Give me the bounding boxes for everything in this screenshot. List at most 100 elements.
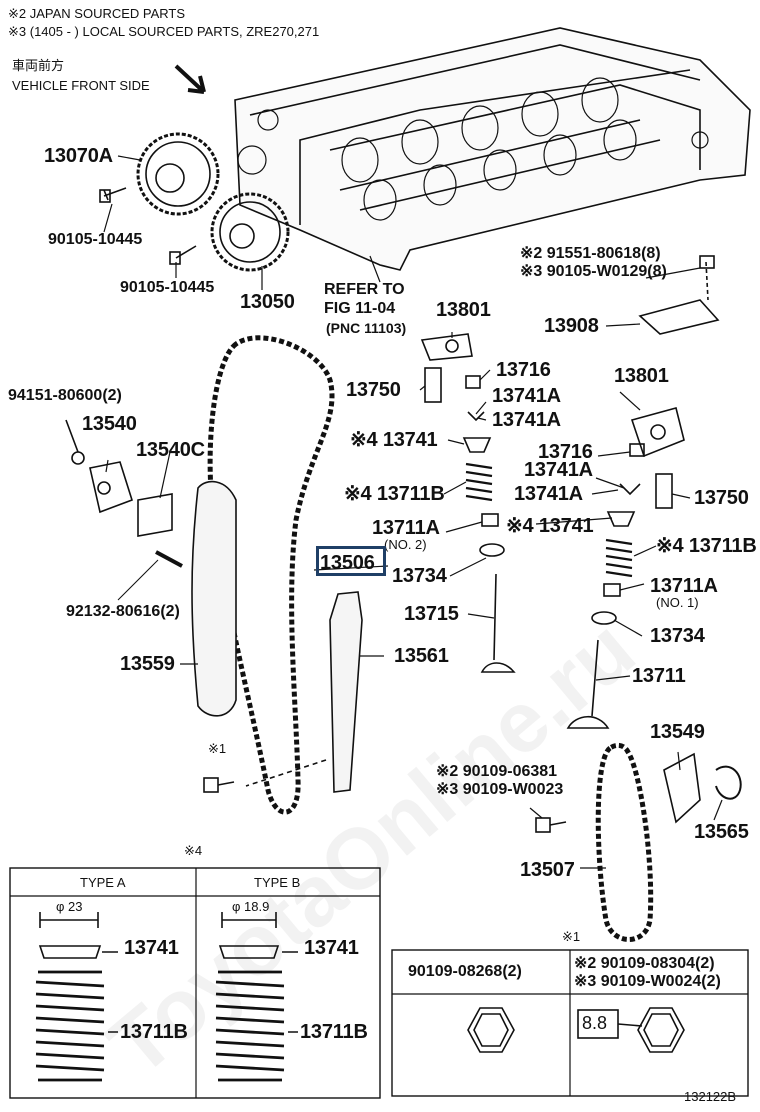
bolt-90109-06381 (535, 817, 567, 833)
bolt-table-col1[interactable]: 90109-08268(2) (408, 963, 522, 980)
label-13741-a[interactable]: ※4 13741 (350, 429, 438, 451)
label-13716-a[interactable]: 13716 (496, 359, 551, 381)
seat-13711A-a (481, 513, 499, 527)
seal-13734-b (591, 611, 617, 625)
label-13559[interactable]: 13559 (120, 653, 175, 675)
keeper-13741A-b (619, 483, 641, 496)
type-a-13711B[interactable]: 13711B (120, 1021, 188, 1043)
highlight-box (316, 546, 386, 576)
retainer-13741-a (462, 437, 492, 453)
chain-slipper-13559 (191, 480, 237, 717)
bolt-table-col2-l2[interactable]: ※3 90109-W0024(2) (574, 973, 721, 990)
label-13734-a[interactable]: 13734 (392, 565, 447, 587)
label-13050[interactable]: 13050 (240, 291, 295, 313)
plate-13908 (638, 255, 720, 335)
note-local-sourced: ※3 (1405 - ) LOCAL SOURCED PARTS, ZRE270… (8, 24, 320, 39)
type-b-diameter: φ 18.9 (232, 899, 270, 914)
label-90105-10445-b[interactable]: 90105-10445 (120, 279, 215, 296)
label-13540[interactable]: 13540 (82, 413, 137, 435)
label-13565[interactable]: 13565 (694, 821, 749, 843)
label-13070A[interactable]: 13070A (44, 145, 113, 167)
label-13750-b[interactable]: 13750 (694, 487, 749, 509)
lash-adjuster-13750-a (424, 367, 442, 403)
refer-line-1: REFER TO (324, 281, 405, 298)
type-box-star: ※4 (184, 843, 203, 858)
label-13711B-b[interactable]: ※4 13711B (656, 535, 757, 557)
label-13801-b[interactable]: 13801 (614, 365, 669, 387)
label-13711A-a[interactable]: 13711A (372, 517, 440, 539)
type-a-diameter: φ 23 (56, 899, 83, 914)
label-13549[interactable]: 13549 (650, 721, 705, 743)
timing-chain-drawing (207, 335, 335, 815)
chain-damper-13561 (329, 591, 363, 793)
cam-sprocket-13070A (136, 132, 220, 216)
label-13561[interactable]: 13561 (394, 645, 449, 667)
label-13741A-4[interactable]: 13741A (514, 483, 583, 505)
bolt-star1 (203, 777, 235, 793)
spring-13565 (715, 765, 742, 800)
type-a-13741[interactable]: 13741 (124, 937, 179, 959)
label-13506[interactable]: 13506 (320, 552, 375, 574)
bolt-table-star: ※1 (562, 929, 581, 944)
type-box-frame (9, 867, 381, 1099)
valve-13715 (480, 573, 516, 673)
label-90109-06381[interactable]: ※2 90109-06381 (436, 763, 558, 780)
type-b-header: TYPE B (254, 875, 301, 890)
front-label-en: VEHICLE FRONT SIDE (12, 78, 150, 93)
tensioner-13549 (663, 752, 701, 824)
label-13540C[interactable]: 13540C (136, 439, 205, 461)
label-94151-80600[interactable]: 94151-80600(2) (8, 387, 122, 404)
bolt-head-8-8 (577, 1007, 685, 1053)
label-star1: ※1 (208, 741, 227, 756)
seal-13734-a (479, 543, 505, 557)
cap-13716-a (465, 375, 481, 389)
type-a-drawing (35, 912, 118, 1082)
oil-pump-chain-drawing (595, 742, 654, 942)
spring-13711B-a (465, 462, 493, 502)
rocker-13801-b (630, 407, 685, 458)
type-b-13741[interactable]: 13741 (304, 937, 359, 959)
refer-line-2: FIG 11-04 (324, 300, 396, 317)
label-13908[interactable]: 13908 (544, 315, 599, 337)
label-13711A-b[interactable]: 13711A (650, 575, 718, 597)
label-13711B-a[interactable]: ※4 13711B (344, 483, 445, 505)
type-b-13711B[interactable]: 13711B (300, 1021, 368, 1043)
valve-13711 (566, 639, 610, 729)
rocker-13801-a (420, 333, 473, 361)
label-13711[interactable]: 13711 (632, 665, 686, 687)
note-japan-sourced: ※2 JAPAN SOURCED PARTS (8, 6, 186, 21)
spring-13711B-b (605, 538, 633, 578)
label-13741A-2[interactable]: 13741A (492, 409, 561, 431)
label-13507[interactable]: 13507 (520, 859, 575, 881)
label-13741-b[interactable]: ※4 13741 (506, 515, 594, 537)
cam-sprocket-13050 (210, 192, 290, 272)
keeper-13741A-a (467, 411, 485, 422)
gasket-13540C (137, 493, 173, 537)
label-13741A-1[interactable]: 13741A (492, 385, 561, 407)
type-b-drawing (215, 912, 298, 1082)
bolt-head-plain (467, 1007, 515, 1053)
label-90105-10445-a[interactable]: 90105-10445 (48, 231, 143, 248)
cylinder-head-drawing (234, 27, 751, 271)
label-13716-b[interactable]: 13716 (538, 441, 593, 463)
tensioner-13540 (89, 461, 133, 514)
label-13750-a[interactable]: 13750 (346, 379, 401, 401)
label-13801-a[interactable]: 13801 (436, 299, 491, 321)
stud-92132 (155, 550, 183, 568)
label-13715[interactable]: 13715 (404, 603, 459, 625)
label-90105-W0129[interactable]: ※3 90105-W0129(8) (520, 263, 667, 280)
label-91551-80618[interactable]: ※2 91551-80618(8) (520, 245, 661, 262)
bolt-table-col2-l1[interactable]: ※2 90109-08304(2) (574, 955, 715, 972)
figure-number: 132122B (684, 1089, 737, 1104)
label-13711A-b-sub: (NO. 1) (656, 595, 699, 610)
bolt-90105-b (169, 245, 197, 265)
seat-13711A-b (603, 583, 621, 597)
label-13741A-3[interactable]: 13741A (524, 459, 593, 481)
bolt-grade-mark: 8.8 (582, 1013, 608, 1033)
label-90109-W0023[interactable]: ※3 90109-W0023 (436, 781, 564, 798)
label-92132-80616[interactable]: 92132-80616(2) (66, 603, 180, 620)
type-a-header: TYPE A (80, 875, 126, 890)
label-13734-b[interactable]: 13734 (650, 625, 705, 647)
bolt-90105-a (99, 187, 127, 203)
